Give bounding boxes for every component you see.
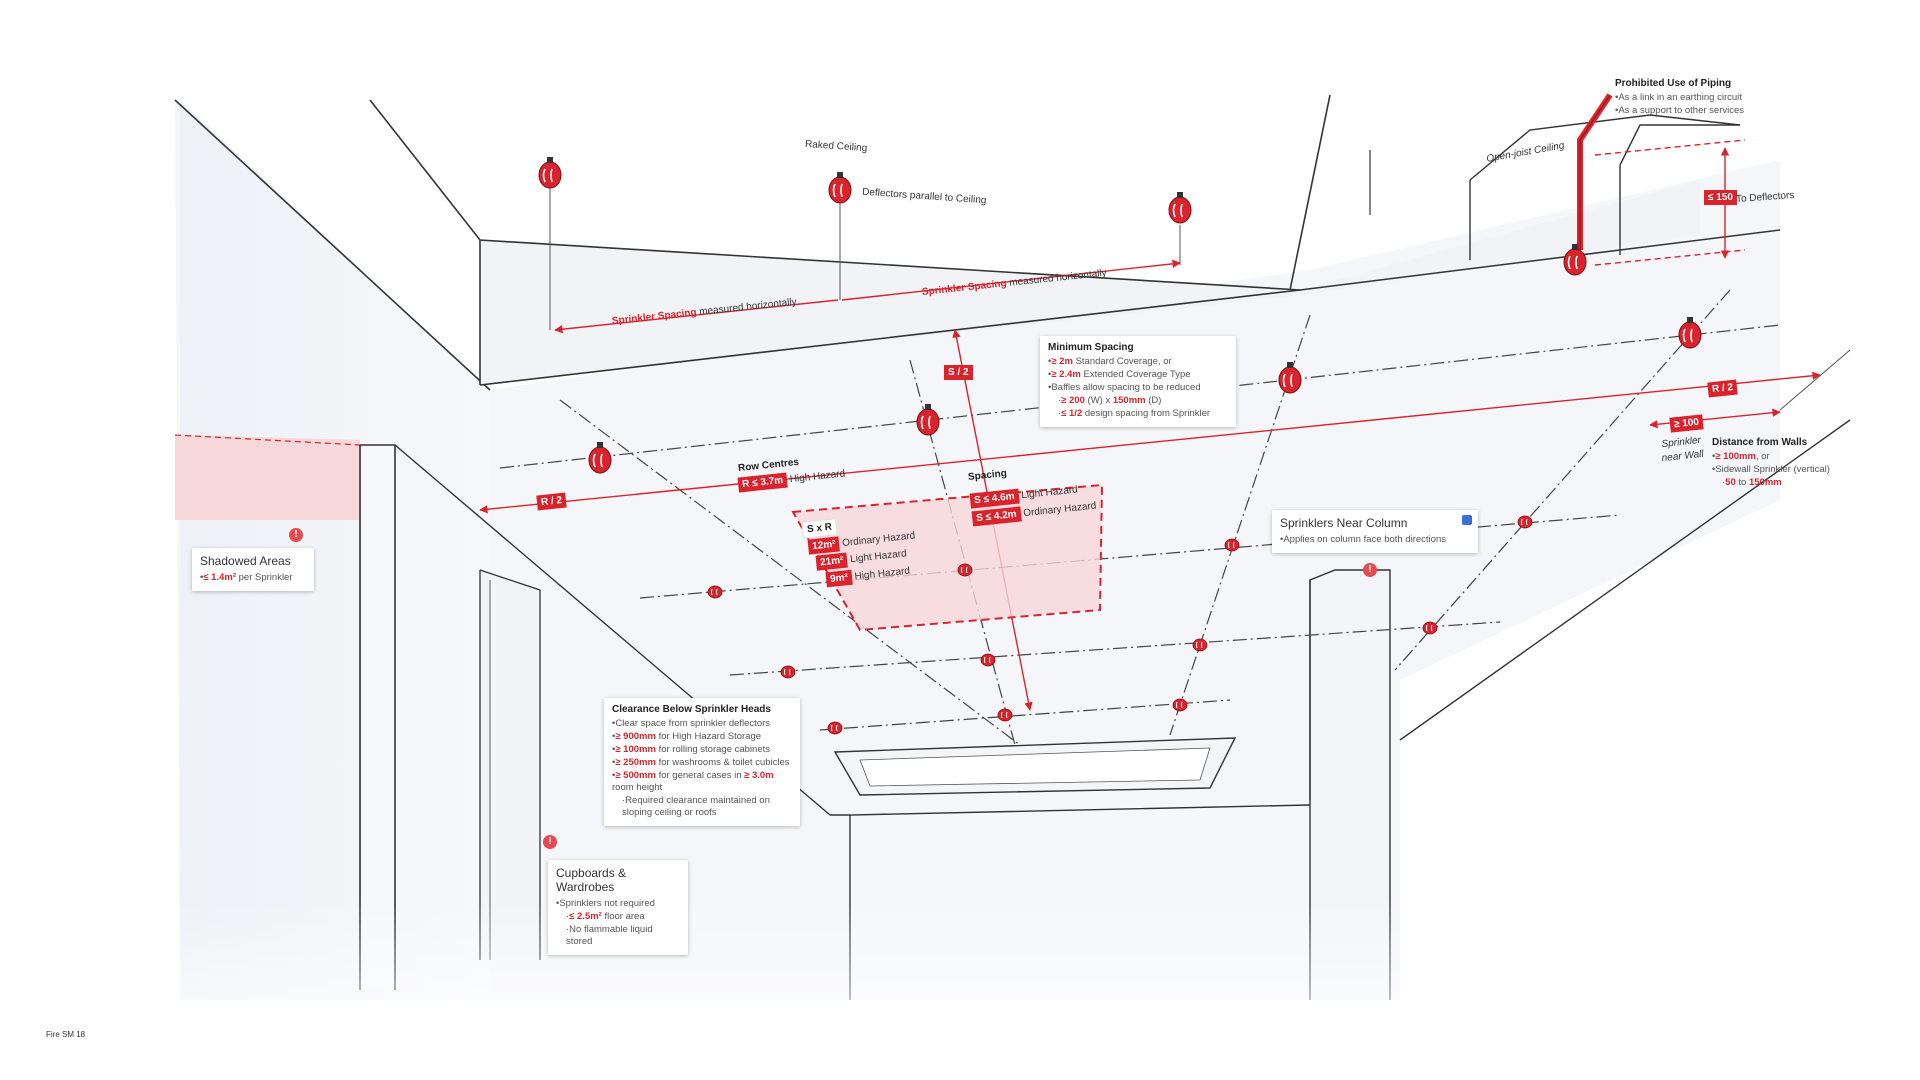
clearance-item: ≥ 900mm for High Hazard Storage <box>612 731 792 743</box>
cupboards-title: Cupboards & Wardrobes <box>556 866 627 894</box>
clearance-item: ≥ 250mm for washrooms & toilet cubicles <box>612 757 792 769</box>
walls-title: Distance from Walls <box>1712 437 1808 448</box>
clearance-item: ≥ 500mm for general cases in ≥ 3.0m room… <box>612 770 792 794</box>
clearance-title: Clearance Below Sprinkler Heads <box>612 704 771 715</box>
walls-item: Sidewall Sprinkler (vertical) <box>1712 464 1830 476</box>
shadowed-title: Shadowed Areas <box>200 554 291 568</box>
min-spacing-title: Minimum Spacing <box>1048 342 1134 353</box>
walls-item: ≥ 100mm, or <box>1712 451 1830 463</box>
shadowed-areas-card: Shadowed Areas ≤ 1.4m² per Sprinkler <box>192 548 314 591</box>
distance-from-walls-card: Distance from Walls ≥ 100mm, or Sidewall… <box>1712 437 1830 490</box>
min-spacing-item: ≥ 2m Standard Coverage, or <box>1048 356 1228 368</box>
warning-icon: ! <box>1363 563 1377 577</box>
cupboards-item: Sprinklers not required <box>556 898 680 910</box>
area-9-tag: 9m² <box>825 569 853 588</box>
min-spacing-subitem: ≤ 1/2 design spacing from Sprinkler <box>1048 408 1228 420</box>
warning-icon: ! <box>543 835 557 849</box>
warning-icon: ! <box>289 528 303 542</box>
cupboards-subitem: ≤ 2.5m² floor area <box>556 911 680 923</box>
shadowed-item: ≤ 1.4m² per Sprinkler <box>200 572 306 584</box>
le-150-tag: ≤ 150 <box>1704 190 1737 205</box>
clearance-item: ≥ 100mm for rolling storage cabinets <box>612 744 792 756</box>
s-half-tag: S / 2 <box>944 365 973 380</box>
minimum-spacing-card: Minimum Spacing ≥ 2m Standard Coverage, … <box>1040 336 1236 427</box>
column-item: Applies on column face both directions <box>1280 534 1470 546</box>
clearance-item: Clear space from sprinkler deflectors <box>612 718 792 730</box>
piping-item: As a link in an earthing circuit <box>1615 92 1744 104</box>
min-spacing-subitem: ≥ 200 (W) x 150mm (D) <box>1048 395 1228 407</box>
prohibited-piping-card: Prohibited Use of Piping As a link in an… <box>1615 78 1744 118</box>
min-spacing-item: Baffles allow spacing to be reduced <box>1048 382 1228 394</box>
column-title: Sprinklers Near Column <box>1280 516 1408 530</box>
clearance-below-sprinklers-card: Clearance Below Sprinkler Heads Clear sp… <box>604 698 800 826</box>
cupboards-wardrobes-card: Cupboards & Wardrobes Sprinklers not req… <box>548 860 688 955</box>
image-icon <box>1462 515 1472 525</box>
piping-item: As a support to other services <box>1615 105 1744 117</box>
piping-title: Prohibited Use of Piping <box>1615 78 1732 89</box>
sprinklers-near-column-card: Sprinklers Near Column Applies on column… <box>1272 510 1478 553</box>
cupboards-subitem: No flammable liquid stored <box>556 924 680 948</box>
walls-subitem: 50 to 150mm <box>1712 477 1830 489</box>
r-half-tag-left: R / 2 <box>536 492 567 511</box>
min-spacing-item: ≥ 2.4m Extended Coverage Type <box>1048 369 1228 381</box>
s-x-r-tag: S x R <box>801 518 838 539</box>
sheet-reference: Fire SM 18 <box>46 1030 86 1039</box>
r-half-tag-right: R / 2 <box>1707 379 1738 398</box>
clearance-subitem: Required clearance maintained on sloping… <box>612 795 792 819</box>
